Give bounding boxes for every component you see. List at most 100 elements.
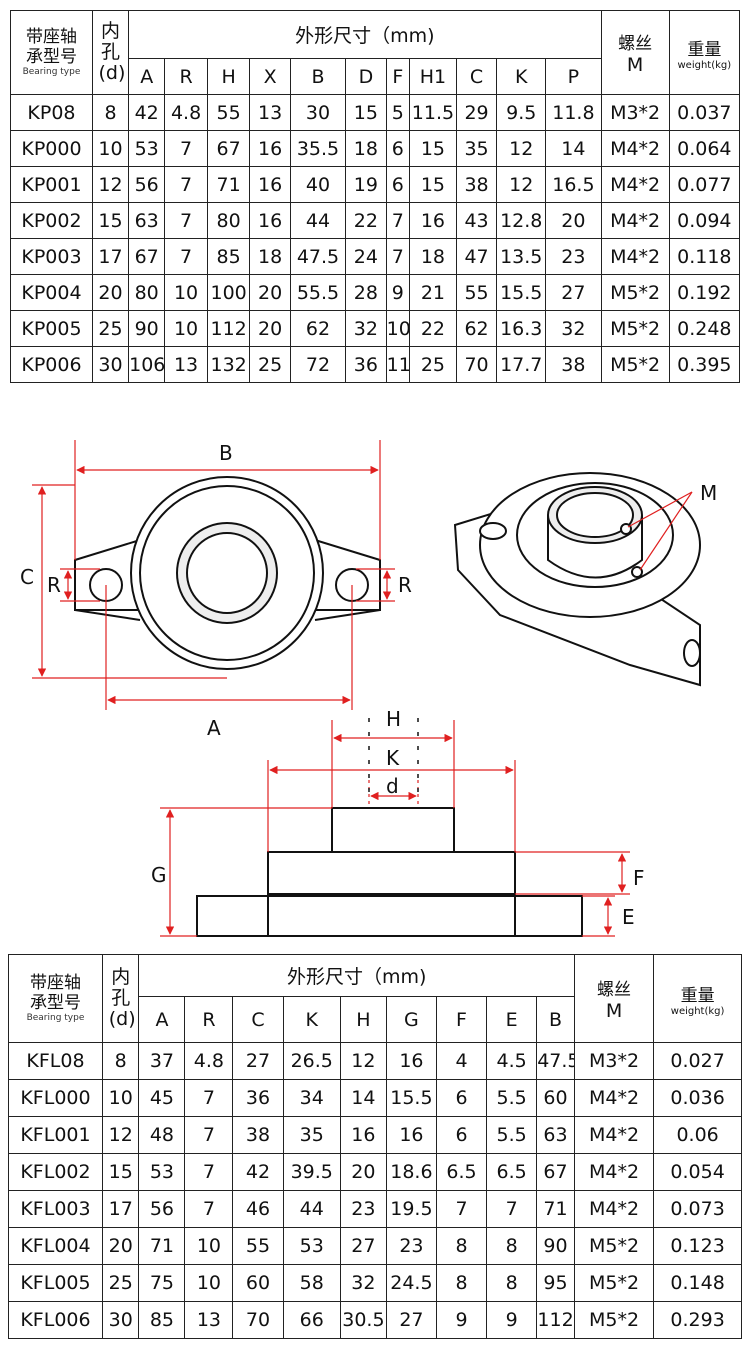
value-cell: 62 xyxy=(455,310,498,347)
dim-label-m: M xyxy=(700,481,717,505)
value-cell: M4*2 xyxy=(600,166,670,203)
value-cell: 20 xyxy=(249,274,291,311)
value-cell: M4*2 xyxy=(573,1079,655,1117)
value-cell: 80 xyxy=(128,274,166,311)
col-header: K xyxy=(496,58,547,95)
value-cell: 15 xyxy=(409,166,457,203)
value-cell: 13 xyxy=(164,346,208,383)
value-cell: 60 xyxy=(232,1264,284,1302)
side-view-drawing xyxy=(196,807,583,937)
model-cell: KP001 xyxy=(10,166,93,203)
column-header-row: A R H X B D F H1 C K P xyxy=(11,58,740,95)
isometric-view-drawing xyxy=(453,472,701,687)
value-cell: 55.5 xyxy=(289,274,347,311)
value-cell: 8 xyxy=(435,1227,488,1265)
col-header: R xyxy=(164,58,208,95)
value-cell: 46 xyxy=(232,1190,284,1228)
value-cell: 100 xyxy=(206,274,251,311)
value-cell: 42 xyxy=(128,94,166,131)
value-cell: 30.5 xyxy=(339,1301,387,1339)
value-cell: 13 xyxy=(184,1301,234,1339)
value-cell: 0.118 xyxy=(668,238,741,275)
value-cell: 26.5 xyxy=(282,1042,341,1080)
value-cell: 0.027 xyxy=(653,1042,742,1080)
value-cell: M3*2 xyxy=(600,94,670,131)
value-cell: 85 xyxy=(138,1301,186,1339)
value-cell: 132 xyxy=(206,346,251,383)
value-cell: 5.5 xyxy=(486,1079,538,1117)
weight-header: 重量 weight(kg) xyxy=(653,954,742,1043)
value-cell: 0.073 xyxy=(653,1190,742,1228)
value-cell: 24 xyxy=(345,238,387,275)
value-cell: 0.148 xyxy=(653,1264,742,1302)
value-cell: 7 xyxy=(164,166,208,203)
value-cell: M4*2 xyxy=(600,130,670,167)
model-cell: KP004 xyxy=(10,274,93,311)
value-cell: 70 xyxy=(455,346,498,383)
value-cell: 36 xyxy=(345,346,387,383)
value-cell: 11.5 xyxy=(409,94,457,131)
model-cell: KFL000 xyxy=(8,1079,103,1117)
value-cell: 0.054 xyxy=(653,1153,742,1191)
col-header: P xyxy=(545,58,602,95)
value-cell: 21 xyxy=(409,274,457,311)
value-cell: 8 xyxy=(486,1264,538,1302)
value-cell: 67 xyxy=(128,238,166,275)
value-cell: 14 xyxy=(545,130,602,167)
dim-label-a: A xyxy=(207,716,221,740)
value-cell: 20 xyxy=(101,1227,140,1265)
model-cell: KP003 xyxy=(10,238,93,275)
model-cell: KP005 xyxy=(10,310,93,347)
value-cell: 27 xyxy=(339,1227,387,1265)
value-cell: 0.064 xyxy=(668,130,741,167)
value-cell: 11 xyxy=(385,346,411,383)
value-cell: 20 xyxy=(91,274,130,311)
value-cell: 7 xyxy=(486,1190,538,1228)
model-cell: KFL006 xyxy=(8,1301,103,1339)
value-cell: 12 xyxy=(339,1042,387,1080)
kp-spec-table: 带座轴承型号 Bearing type 内孔(d) 外形尺寸（mm) 螺丝 M … xyxy=(10,10,741,383)
value-cell: 22 xyxy=(345,202,387,239)
value-cell: 7 xyxy=(184,1116,234,1154)
value-cell: 7 xyxy=(164,130,208,167)
value-cell: 22 xyxy=(409,310,457,347)
screw-header: 螺丝 M xyxy=(573,954,655,1043)
value-cell: 15 xyxy=(345,94,387,131)
value-cell: 71 xyxy=(206,166,251,203)
value-cell: 17.7 xyxy=(496,346,547,383)
model-cell: KP002 xyxy=(10,202,93,239)
value-cell: 9.5 xyxy=(496,94,547,131)
model-cell: KFL003 xyxy=(8,1190,103,1228)
model-cell: KFL004 xyxy=(8,1227,103,1265)
col-header: C xyxy=(232,996,284,1043)
value-cell: 12 xyxy=(496,166,547,203)
value-cell: 47.5 xyxy=(289,238,347,275)
value-cell: 23 xyxy=(339,1190,387,1228)
value-cell: 14 xyxy=(339,1079,387,1117)
value-cell: M4*2 xyxy=(573,1153,655,1191)
value-cell: 10 xyxy=(164,310,208,347)
dim-label-f: F xyxy=(633,866,645,890)
value-cell: 55 xyxy=(455,274,498,311)
value-cell: 47 xyxy=(455,238,498,275)
value-cell: 5 xyxy=(385,94,411,131)
value-cell: 16.3 xyxy=(496,310,547,347)
weight-header: 重量 weight(kg) xyxy=(668,10,741,95)
value-cell: 16 xyxy=(409,202,457,239)
value-cell: 30 xyxy=(289,94,347,131)
dim-label-d: d xyxy=(386,774,399,798)
model-cell: KP000 xyxy=(10,130,93,167)
value-cell: 16 xyxy=(249,130,291,167)
model-cell: KFL08 xyxy=(8,1042,103,1080)
value-cell: 38 xyxy=(545,346,602,383)
value-cell: 112 xyxy=(206,310,251,347)
value-cell: 10 xyxy=(101,1079,140,1117)
value-cell: 53 xyxy=(128,130,166,167)
dim-label-r-left: R xyxy=(47,573,61,597)
